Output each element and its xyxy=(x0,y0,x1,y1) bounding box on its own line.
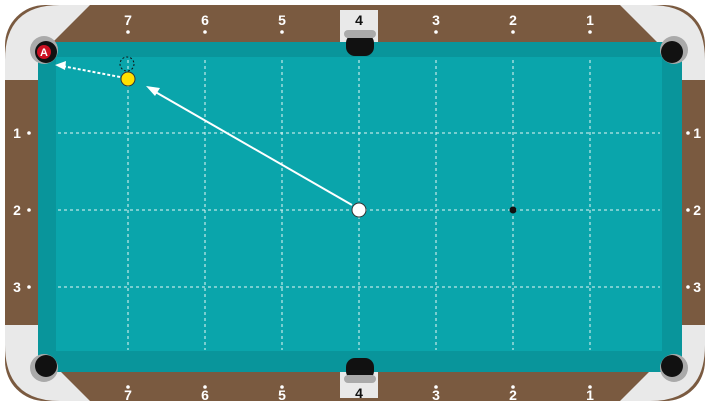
diamond-label-top: 7 xyxy=(124,12,132,28)
diamond-marker-top xyxy=(280,30,284,34)
diamond-marker-bottom xyxy=(203,385,207,389)
diamond-marker-right xyxy=(686,208,690,212)
diamond-label-bottom: 2 xyxy=(509,387,517,403)
diamond-marker-left xyxy=(27,131,31,135)
foot-spot xyxy=(510,207,517,214)
diamond-label-top: 3 xyxy=(432,12,440,28)
pocket-bottom-right xyxy=(660,354,688,382)
diamond-label-top: 5 xyxy=(278,12,286,28)
diamond-marker-bottom xyxy=(588,385,592,389)
diamond-label-right: 2 xyxy=(693,202,701,218)
diamond-marker-bottom xyxy=(126,385,130,389)
diamond-label-bottom: 1 xyxy=(586,387,594,403)
diamond-label-bottom: 7 xyxy=(124,387,132,403)
diamond-label-bottom: 5 xyxy=(278,387,286,403)
diamond-marker-right xyxy=(686,285,690,289)
diamond-label-left: 1 xyxy=(13,125,21,141)
diamond-marker-bottom xyxy=(434,385,438,389)
diamond-marker-left xyxy=(27,208,31,212)
diamond-label-left: 2 xyxy=(13,202,21,218)
diamond-label-bottom: 6 xyxy=(201,387,209,403)
diamond-marker-top xyxy=(511,30,515,34)
pocket-top-side xyxy=(344,30,376,56)
diamond-marker-bottom xyxy=(280,385,284,389)
pocket-bottom-left xyxy=(30,354,58,382)
diamond-marker-left xyxy=(27,285,31,289)
diamond-marker-top xyxy=(203,30,207,34)
target-pocket-label: A xyxy=(40,47,48,59)
diamond-label-bottom: 4 xyxy=(355,385,363,401)
diamond-label-top: 4 xyxy=(355,12,363,28)
diamond-label-top: 2 xyxy=(509,12,517,28)
pocket-top-right xyxy=(660,36,688,64)
diamond-label-bottom: 3 xyxy=(432,387,440,403)
diamond-marker-top xyxy=(434,30,438,34)
diamond-marker-bottom xyxy=(511,385,515,389)
diamond-marker-top xyxy=(126,30,130,34)
diamond-label-right: 3 xyxy=(693,279,701,295)
diamond-label-left: 3 xyxy=(13,279,21,295)
diamond-marker-right xyxy=(686,131,690,135)
diamond-label-top: 1 xyxy=(586,12,594,28)
diamond-marker-top xyxy=(588,30,592,34)
object-ball xyxy=(121,72,135,86)
diamond-label-top: 6 xyxy=(201,12,209,28)
pocket-bottom-side xyxy=(344,358,376,383)
diamond-label-right: 1 xyxy=(693,125,701,141)
cue-ball xyxy=(352,203,366,217)
target-pocket-marker: A xyxy=(37,45,51,59)
